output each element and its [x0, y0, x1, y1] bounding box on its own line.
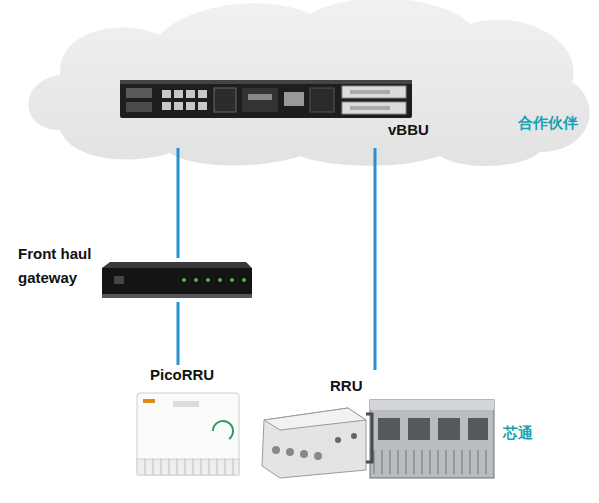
device-detail	[174, 90, 183, 98]
device-detail	[350, 106, 390, 110]
device-detail	[374, 450, 486, 474]
device-detail	[378, 418, 400, 440]
device-detail	[214, 88, 236, 112]
device-detail	[438, 418, 460, 440]
device-detail	[242, 278, 246, 282]
device-illustration	[258, 370, 498, 482]
device-detail	[162, 90, 171, 98]
device-detail	[230, 278, 234, 282]
device-detail	[366, 414, 372, 462]
device-detail	[186, 90, 195, 98]
device-detail	[194, 278, 198, 282]
device-detail	[286, 448, 294, 456]
device-detail	[143, 399, 155, 403]
device-detail	[102, 268, 252, 296]
device-detail	[342, 102, 406, 114]
device-label: RRU	[330, 374, 363, 398]
device-detail	[350, 90, 390, 94]
fronthaul-link	[177, 302, 180, 365]
device-detail	[102, 262, 252, 268]
device-detail	[335, 437, 341, 443]
device-detail	[310, 88, 334, 112]
device-detail	[408, 418, 430, 440]
device-detail	[264, 408, 366, 430]
device-detail	[213, 421, 233, 439]
device-detail	[137, 393, 239, 475]
device-illustration	[118, 78, 418, 148]
device-detail	[314, 452, 322, 460]
fronthaul-link	[374, 148, 377, 370]
device-detail	[272, 446, 280, 454]
device-detail	[262, 408, 366, 478]
device-label: Front haul gateway	[18, 242, 110, 290]
device-detail	[137, 459, 239, 475]
device-detail	[186, 102, 195, 110]
device-detail	[370, 400, 494, 478]
device-detail	[300, 450, 308, 458]
device-detail	[242, 88, 278, 112]
device-detail	[342, 86, 406, 98]
partner-label: 合作伙伴	[518, 114, 578, 133]
device-label: PicoRRU	[150, 363, 214, 387]
device-detail	[370, 400, 494, 410]
fronthaul-link	[177, 148, 180, 258]
device-detail	[102, 294, 252, 298]
device-detail	[198, 90, 207, 98]
device-detail	[198, 102, 207, 110]
device-detail	[174, 102, 183, 110]
cloud-shape	[29, 0, 590, 166]
server-node: vBBU	[118, 78, 418, 148]
device-detail	[351, 433, 357, 439]
device-detail	[182, 278, 186, 282]
device-detail	[120, 80, 412, 84]
device-detail	[120, 80, 412, 118]
device-detail	[284, 92, 304, 106]
device-detail	[145, 459, 233, 475]
device-detail	[126, 102, 152, 112]
vendor-label: 芯通	[503, 424, 533, 443]
device-label: vBBU	[388, 118, 429, 142]
device-detail	[206, 278, 210, 282]
device-detail	[162, 102, 171, 110]
device-detail	[468, 418, 488, 440]
rru-node: RRU	[258, 370, 498, 482]
device-detail	[126, 88, 152, 98]
gateway-node: Front haul gateway	[100, 258, 254, 302]
device-detail	[114, 276, 124, 284]
pico-rru-node: PicoRRU	[133, 365, 243, 480]
device-detail	[173, 401, 199, 407]
device-detail	[248, 94, 272, 100]
device-detail	[218, 278, 222, 282]
device-illustration	[100, 258, 254, 302]
